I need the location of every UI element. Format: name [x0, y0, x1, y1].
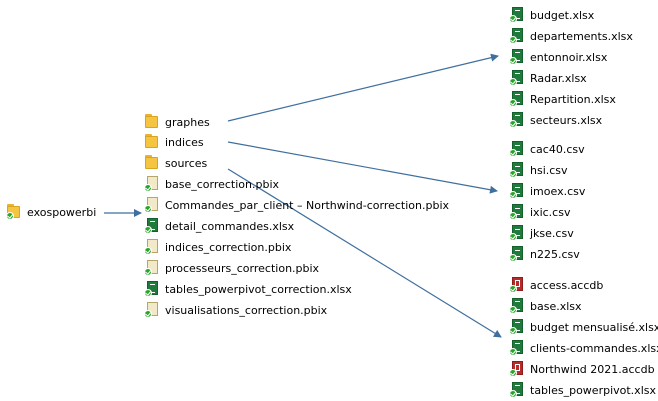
file-label: Radar.xlsx [530, 71, 587, 85]
file-label: base_correction.pbix [165, 177, 280, 191]
excel-file-icon [509, 112, 525, 128]
folder-icon [144, 134, 160, 150]
file-n225[interactable]: n225.csv [509, 245, 580, 263]
file-detail-commandes[interactable]: detail_commandes.xlsx [144, 217, 294, 235]
file-base-correction[interactable]: base_correction.pbix [144, 175, 279, 193]
folder-icon [144, 114, 160, 130]
folder-icon [144, 155, 160, 171]
folder-exospowerbi[interactable]: exospowerbi [6, 203, 96, 221]
file-tables-powerpivot-correction[interactable]: tables_powerpivot_correction.xlsx [144, 280, 352, 298]
file-repartition[interactable]: Repartition.xlsx [509, 90, 616, 108]
file-indices-correction[interactable]: indices_correction.pbix [144, 238, 291, 256]
file-secteurs[interactable]: secteurs.xlsx [509, 111, 602, 129]
arrow-graphes-to-files [227, 53, 499, 122]
folder-icon [6, 204, 22, 220]
pbix-file-icon [144, 239, 160, 255]
file-label: access.accdb [530, 278, 604, 292]
file-label: visualisations_correction.pbix [165, 303, 328, 317]
folder-label: sources [165, 156, 208, 170]
file-base[interactable]: base.xlsx [509, 297, 582, 315]
csv-file-icon [509, 162, 525, 178]
file-label: cac40.csv [530, 142, 585, 156]
file-label: Commandes_par_client – Northwind-correct… [165, 198, 450, 212]
csv-file-icon [509, 246, 525, 262]
file-label: base.xlsx [530, 299, 582, 313]
file-label: budget mensualisé.xlsx [530, 320, 658, 334]
file-label: departements.xlsx [530, 29, 633, 43]
file-label: hsi.csv [530, 163, 568, 177]
excel-file-icon [144, 218, 160, 234]
file-label: ixic.csv [530, 205, 571, 219]
csv-file-icon [509, 204, 525, 220]
file-ixic[interactable]: ixic.csv [509, 203, 570, 221]
folder-label: indices [165, 135, 204, 149]
file-radar[interactable]: Radar.xlsx [509, 69, 587, 87]
excel-file-icon [509, 319, 525, 335]
csv-file-icon [509, 183, 525, 199]
file-label: indices_correction.pbix [165, 240, 292, 254]
file-label: budget.xlsx [530, 8, 595, 22]
file-label: processeurs_correction.pbix [165, 261, 320, 275]
folder-label: graphes [165, 115, 210, 129]
access-file-icon [509, 361, 525, 377]
excel-file-icon [509, 70, 525, 86]
file-tables-powerpivot[interactable]: tables_powerpivot.xlsx [509, 381, 656, 399]
excel-file-icon [509, 7, 525, 23]
file-label: clients-commandes.xlsx [530, 341, 658, 355]
csv-file-icon [509, 141, 525, 157]
csv-file-icon [509, 225, 525, 241]
folder-label: exospowerbi [27, 205, 97, 219]
pbix-file-icon [144, 197, 160, 213]
file-label: detail_commandes.xlsx [165, 219, 295, 233]
file-commandes-par-client[interactable]: Commandes_par_client – Northwind-correct… [144, 196, 449, 214]
excel-file-icon [509, 28, 525, 44]
file-budget[interactable]: budget.xlsx [509, 6, 594, 24]
excel-file-icon [509, 298, 525, 314]
file-departements[interactable]: departements.xlsx [509, 27, 633, 45]
excel-file-icon [509, 340, 525, 356]
file-processeurs-correction[interactable]: processeurs_correction.pbix [144, 259, 319, 277]
excel-file-icon [509, 382, 525, 398]
file-imoex[interactable]: imoex.csv [509, 182, 585, 200]
file-access[interactable]: access.accdb [509, 276, 603, 294]
file-jkse[interactable]: jkse.csv [509, 224, 574, 242]
file-label: tables_powerpivot_correction.xlsx [165, 282, 352, 296]
file-label: imoex.csv [530, 184, 586, 198]
pbix-file-icon [144, 176, 160, 192]
file-northwind-2021[interactable]: Northwind 2021.accdb [509, 360, 655, 378]
folder-graphes[interactable]: graphes [144, 113, 210, 131]
file-hsi[interactable]: hsi.csv [509, 161, 568, 179]
file-label: Repartition.xlsx [530, 92, 616, 106]
access-file-icon [509, 277, 525, 293]
file-label: n225.csv [530, 247, 580, 261]
excel-file-icon [509, 91, 525, 107]
file-budget-mensualise[interactable]: budget mensualisé.xlsx [509, 318, 658, 336]
pbix-file-icon [144, 260, 160, 276]
folder-indices[interactable]: indices [144, 133, 204, 151]
folder-sources[interactable]: sources [144, 154, 207, 172]
excel-file-icon [144, 281, 160, 297]
file-clients-commandes[interactable]: clients-commandes.xlsx [509, 339, 658, 357]
file-label: jkse.csv [530, 226, 574, 240]
file-visualisations-correction[interactable]: visualisations_correction.pbix [144, 301, 327, 319]
arrow-indices-to-files [227, 141, 498, 194]
file-cac40[interactable]: cac40.csv [509, 140, 585, 158]
excel-file-icon [509, 49, 525, 65]
file-label: entonnoir.xlsx [530, 50, 608, 64]
file-entonnoir[interactable]: entonnoir.xlsx [509, 48, 607, 66]
file-label: tables_powerpivot.xlsx [530, 383, 656, 397]
file-label: Northwind 2021.accdb [530, 362, 655, 376]
pbix-file-icon [144, 302, 160, 318]
arrow-sources-to-files [227, 168, 502, 338]
file-label: secteurs.xlsx [530, 113, 603, 127]
